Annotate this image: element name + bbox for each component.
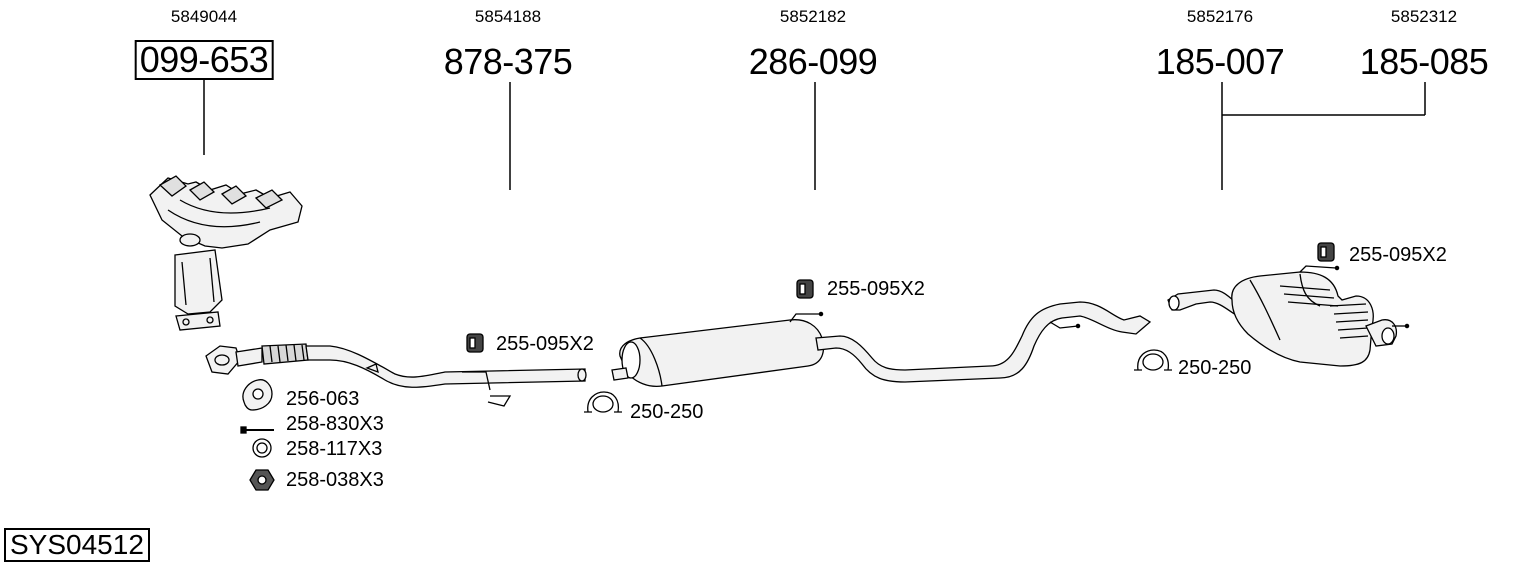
part-number-highlighted[interactable]: 099-653 bbox=[134, 40, 274, 80]
clamp-icon bbox=[584, 349, 1172, 413]
leader-line-185-007-185-085 bbox=[1221, 82, 1426, 190]
ring-icon bbox=[252, 438, 272, 458]
gasket-icon bbox=[242, 379, 273, 411]
part-number[interactable]: 286-099 bbox=[748, 41, 878, 82]
oem-number: 5852176 bbox=[1186, 7, 1254, 26]
accessory-gasket-label[interactable]: 256-063 bbox=[286, 388, 360, 410]
part-number[interactable]: 185-085 bbox=[1359, 41, 1489, 82]
oem-number: 5854188 bbox=[474, 7, 542, 26]
system-code: SYS04512 bbox=[4, 528, 150, 562]
part-number[interactable]: 878-375 bbox=[443, 41, 573, 82]
rear-silencer-icon bbox=[1167, 265, 1410, 367]
part-number[interactable]: 185-007 bbox=[1155, 41, 1285, 82]
oem-number: 5852312 bbox=[1390, 7, 1458, 26]
accessory-hanger-label[interactable]: 255-095X2 bbox=[827, 278, 925, 300]
accessory-nut-label[interactable]: 258-038X3 bbox=[286, 469, 384, 491]
rubber-hanger-icon bbox=[466, 242, 1335, 353]
nut-icon bbox=[249, 469, 275, 491]
front-pipe-icon bbox=[205, 343, 587, 407]
accessory-clamp-label[interactable]: 250-250 bbox=[630, 401, 704, 423]
accessory-hanger-label[interactable]: 255-095X2 bbox=[1349, 244, 1447, 266]
accessory-clamp-label[interactable]: 250-250 bbox=[1178, 357, 1252, 379]
manifold-catalyst-icon bbox=[149, 175, 303, 331]
accessory-ring-label[interactable]: 258-117X3 bbox=[286, 438, 383, 460]
accessory-hanger-label[interactable]: 255-095X2 bbox=[496, 333, 594, 355]
oem-number: 5849044 bbox=[170, 7, 238, 26]
center-silencer-icon bbox=[611, 301, 1152, 388]
accessory-bolt-label[interactable]: 258-830X3 bbox=[286, 413, 384, 435]
bolt-icon bbox=[240, 426, 274, 434]
oem-number: 5852182 bbox=[779, 7, 847, 26]
